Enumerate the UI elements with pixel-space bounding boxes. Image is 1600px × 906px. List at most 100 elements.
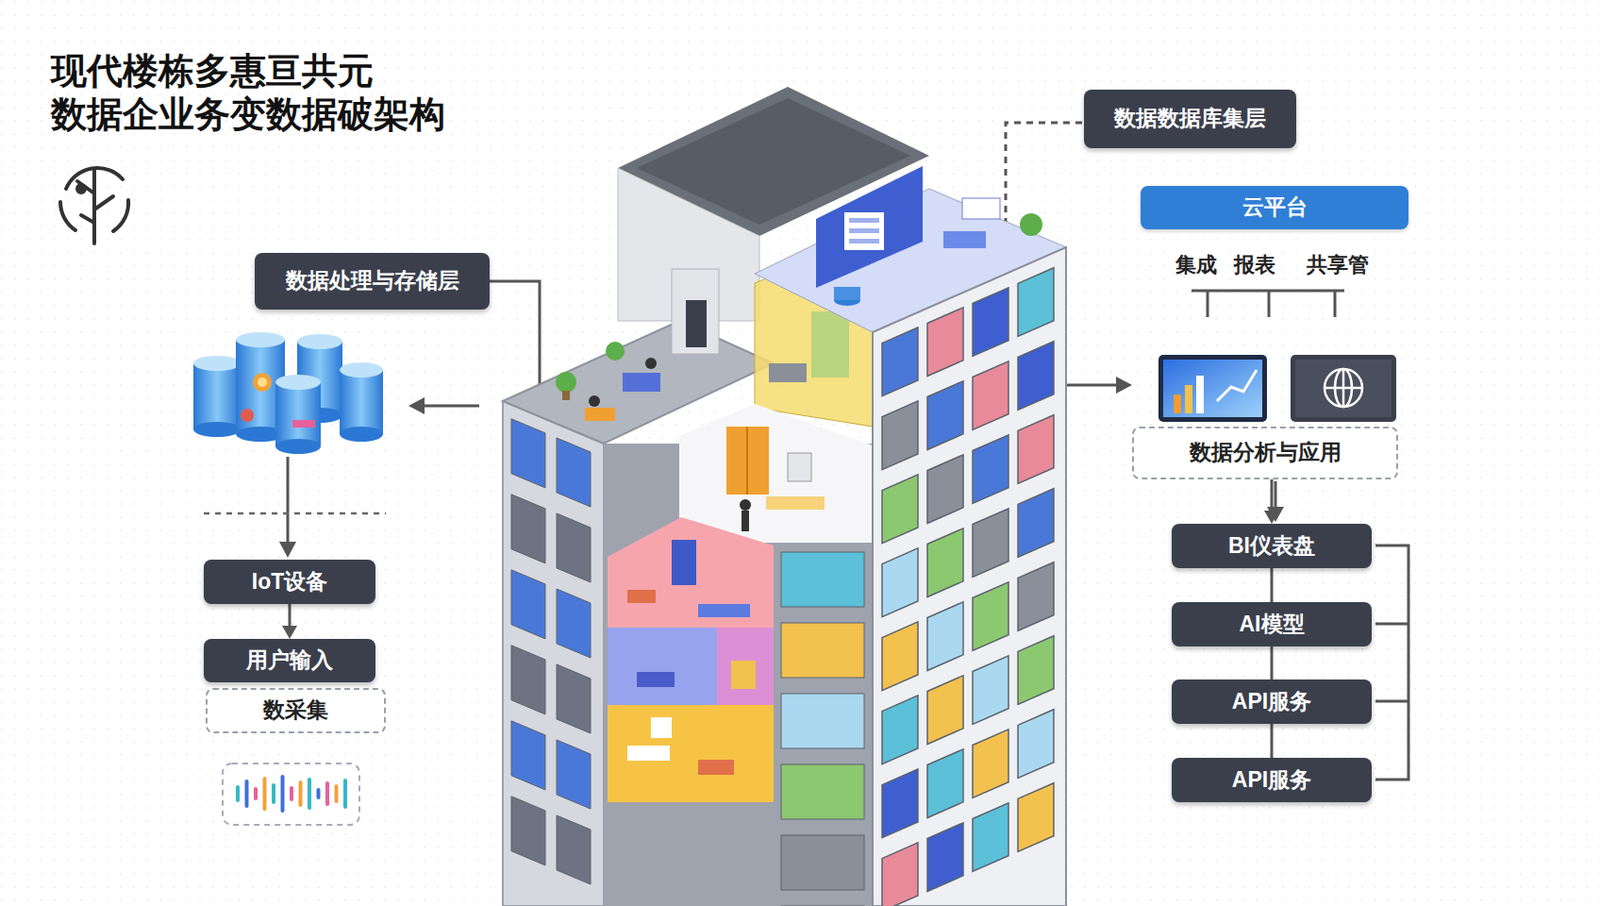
box-label: BI仪表盘 — [1228, 533, 1316, 560]
wave-bar — [343, 778, 348, 809]
building — [584, 407, 616, 421]
wave-bar — [316, 787, 321, 800]
window — [1017, 267, 1054, 337]
window — [927, 381, 964, 450]
process-box: 数据处理与存储层 — [254, 252, 490, 310]
window — [972, 729, 1009, 799]
building — [849, 217, 880, 223]
building — [741, 510, 750, 532]
window — [882, 474, 918, 544]
building — [1019, 213, 1043, 236]
window — [1017, 562, 1054, 632]
window — [972, 582, 1009, 651]
globe-icon — [1295, 359, 1392, 417]
window — [1017, 635, 1054, 705]
database-icon — [235, 332, 285, 348]
building — [607, 516, 774, 628]
window — [882, 548, 918, 617]
process-box: API服务 — [1171, 679, 1372, 724]
building — [943, 231, 986, 249]
window — [781, 834, 865, 890]
building — [671, 539, 697, 585]
window — [556, 437, 591, 507]
wave-bar — [253, 786, 258, 800]
connector — [1271, 723, 1273, 758]
connector — [1271, 646, 1273, 680]
window — [972, 655, 1009, 725]
window — [556, 513, 591, 583]
box-label: API服务 — [1232, 688, 1312, 716]
globe-icon — [1324, 368, 1363, 407]
process-box: BI仪表盘 — [1171, 523, 1372, 568]
building — [746, 426, 749, 495]
window — [556, 739, 591, 809]
window — [927, 454, 964, 524]
wave-bar — [271, 783, 276, 804]
leader-line — [1066, 383, 1119, 387]
building — [716, 627, 774, 715]
wave-bar — [307, 777, 312, 810]
arrow-head — [279, 541, 297, 558]
box-label: 数采集 — [263, 697, 329, 724]
dashed-box: 数据分析与应用 — [1132, 426, 1399, 480]
building — [650, 716, 672, 738]
building — [768, 363, 807, 383]
building — [787, 452, 812, 482]
window — [511, 645, 546, 715]
leader-line — [422, 404, 480, 408]
database-icon — [339, 426, 384, 442]
building — [872, 247, 1067, 906]
building — [962, 198, 1000, 219]
building — [605, 341, 625, 361]
leader-line — [1206, 290, 1210, 317]
building — [811, 311, 850, 378]
building — [645, 357, 657, 369]
chart-icon — [1196, 375, 1204, 414]
box-label: 云平台 — [1242, 194, 1308, 221]
database-icon — [193, 355, 241, 371]
title: 现代楼栋多惠亘共元 数据企业务变数据破架构 — [50, 49, 495, 137]
window — [556, 588, 591, 658]
process-box: 用户输入 — [203, 638, 376, 683]
leader-line — [1375, 545, 1409, 780]
window — [1017, 709, 1054, 779]
database-icon — [339, 369, 384, 434]
building — [739, 499, 751, 511]
globe-icon — [1342, 368, 1346, 407]
building — [502, 400, 604, 906]
building — [588, 395, 600, 407]
logo — [77, 181, 114, 223]
arrow-head — [1264, 510, 1280, 524]
note-label: 集成 — [1173, 250, 1219, 280]
database-icon — [297, 333, 343, 350]
leader-line — [1375, 622, 1409, 626]
building — [607, 627, 717, 705]
building — [555, 371, 577, 393]
chart-icon — [1158, 354, 1267, 422]
chart-icon — [1184, 384, 1193, 414]
building — [627, 589, 656, 603]
window — [882, 768, 918, 838]
building — [622, 372, 661, 392]
wave-bar — [289, 785, 294, 801]
process-box: API服务 — [1171, 757, 1372, 802]
wave-bar — [263, 776, 267, 811]
box-label: IoT设备 — [251, 568, 329, 596]
window — [556, 664, 591, 734]
database-icon — [275, 382, 321, 447]
window — [927, 822, 964, 892]
arrow-head — [1116, 376, 1133, 394]
window — [927, 528, 964, 598]
building — [698, 603, 750, 617]
database-icon — [292, 419, 316, 428]
database-icon — [339, 362, 384, 378]
database-icon — [275, 438, 321, 454]
building — [607, 704, 774, 802]
leader-line — [1375, 700, 1409, 703]
building — [833, 286, 861, 300]
process-box: AI模型 — [1171, 601, 1372, 647]
box-label: AI模型 — [1239, 611, 1305, 638]
building — [731, 660, 756, 689]
window — [511, 796, 546, 866]
